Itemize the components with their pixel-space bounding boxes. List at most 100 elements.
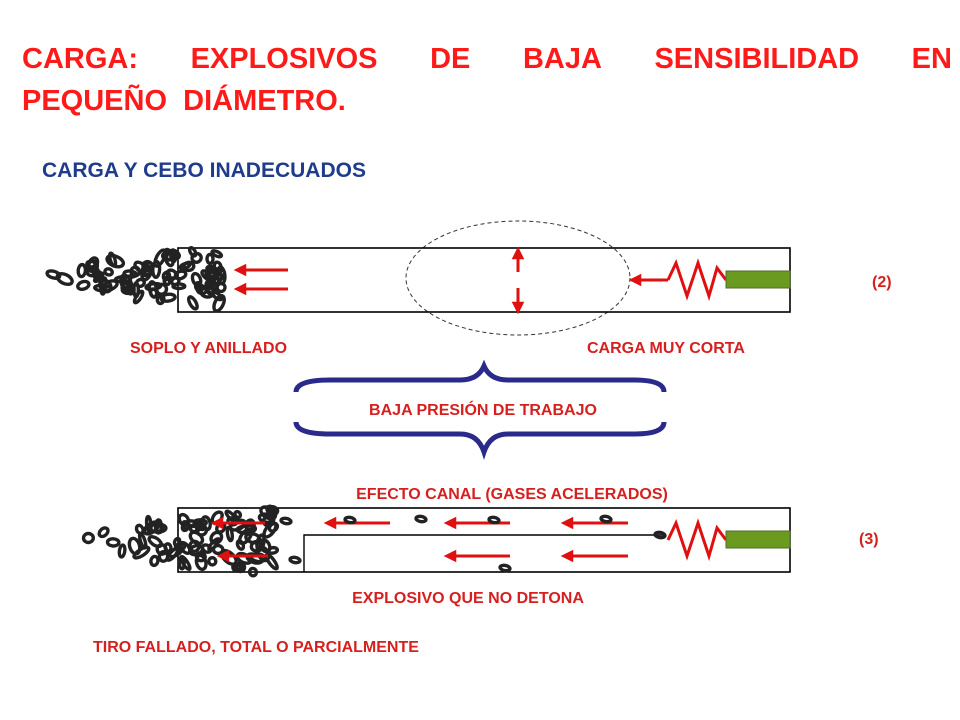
rock-fragment <box>235 524 257 535</box>
rock-fragment <box>247 566 259 578</box>
rock-fragment <box>207 556 218 567</box>
rock-fragment <box>134 277 146 289</box>
rock-fragment <box>171 282 187 291</box>
rock-fragment <box>653 530 667 540</box>
rock-fragment <box>98 278 113 294</box>
title-word: SENSIBILIDAD <box>654 43 860 75</box>
pressure-zone-ellipse <box>405 220 631 336</box>
rock-fragment <box>55 271 74 287</box>
rock-fragment <box>186 295 199 311</box>
channel-effect-arrows <box>210 516 628 563</box>
rock-fragment <box>235 539 246 551</box>
slide-title: CARGA: EXPLOSIVOS DE BAJA SENSIBILIDAD E… <box>22 38 952 122</box>
rock-fragment <box>76 279 91 292</box>
brace-top <box>293 359 667 393</box>
rock-fragment <box>81 531 95 545</box>
rock-fragment <box>279 516 293 526</box>
rock-fragment <box>157 549 170 563</box>
rock-fragment <box>187 246 198 258</box>
rock-fragment <box>105 537 121 548</box>
rock-fragment <box>173 543 184 553</box>
title-line-1: CARGA: EXPLOSIVOS DE BAJA SENSIBILIDAD E… <box>22 38 952 80</box>
rock-fragment <box>205 252 215 266</box>
rock-debris-top <box>45 246 227 313</box>
rock-fragment <box>117 543 127 559</box>
label-blowout: SOPLO Y ANILLADO <box>130 340 288 357</box>
rock-fragment <box>107 251 118 268</box>
rock-fragment <box>224 509 238 524</box>
rock-fragment <box>76 262 88 279</box>
primer-cartridge <box>725 530 791 549</box>
rock-fragment <box>149 554 160 568</box>
rock-fragment <box>200 543 213 554</box>
rock-fragment <box>159 292 177 303</box>
rock-fragment <box>147 535 163 549</box>
rock-fragment <box>151 259 162 279</box>
rock-debris-bottom <box>81 504 280 578</box>
rock-fragment <box>190 271 203 288</box>
rock-fragment <box>487 515 501 525</box>
rock-fragment <box>134 523 145 536</box>
rock-fragment <box>259 505 278 521</box>
title-word: EN <box>911 43 952 75</box>
rock-fragment <box>265 504 278 518</box>
rock-fragment <box>132 545 151 560</box>
rock-fragment <box>194 553 208 572</box>
case-number-3: (3) <box>859 531 879 548</box>
rock-fragment <box>163 542 173 553</box>
diagram-top <box>45 220 791 460</box>
case-number-2: (2) <box>872 274 892 291</box>
rock-fragment <box>498 563 512 573</box>
brace-bottom <box>293 421 667 460</box>
primer-cartridge <box>725 270 791 289</box>
rock-fragment <box>177 555 186 571</box>
rock-fragment <box>103 267 114 277</box>
rock-fragment <box>133 260 148 274</box>
rock-fragment <box>153 248 167 268</box>
label-channel-effect: EFECTO CANAL (GASES ACELERADOS) <box>356 486 668 503</box>
blowout-arrows-top <box>233 263 288 296</box>
rock-fragment <box>188 539 201 553</box>
rock-fragment <box>148 287 159 299</box>
rock-fragment <box>288 555 302 565</box>
rock-fragment <box>85 265 100 278</box>
rock-fragment <box>169 248 178 264</box>
flying-fragments <box>279 514 667 573</box>
rock-fragment <box>132 289 145 305</box>
undetonated-explosive <box>303 534 665 572</box>
title-word: EXPLOSIVOS <box>190 43 378 75</box>
rock-fragment <box>162 275 172 287</box>
title-word: CARGA: <box>22 43 138 75</box>
rock-fragment <box>180 521 191 533</box>
rock-fragment <box>205 281 218 295</box>
rock-fragment <box>599 514 613 524</box>
label-low-pressure: BAJA PRESIÓN DE TRABAJO <box>369 402 597 419</box>
rock-fragment <box>414 514 428 524</box>
title-word: DE <box>430 43 471 75</box>
borehole-top <box>177 247 791 313</box>
slide-subtitle: CARGA Y CEBO INADECUADOS <box>42 159 366 182</box>
rock-fragment <box>178 261 192 271</box>
rock-fragment <box>200 515 212 532</box>
rock-fragment <box>343 515 357 525</box>
title-word: BAJA <box>522 43 602 75</box>
detonator-zigzag <box>666 258 728 302</box>
rock-fragment <box>205 264 218 274</box>
rock-fragment <box>215 281 227 294</box>
rock-fragment <box>231 561 242 573</box>
rock-fragment <box>210 249 224 259</box>
label-no-detonation: EXPLOSIVO QUE NO DETONA <box>352 590 584 607</box>
rock-fragment <box>225 525 235 543</box>
rock-fragment <box>161 270 172 282</box>
diagram-bottom <box>81 504 791 578</box>
rock-fragment <box>119 273 134 293</box>
rock-fragment <box>144 514 153 534</box>
rock-fragment <box>124 283 136 296</box>
title-line-2: PEQUEÑO DIÁMETRO. <box>22 85 346 117</box>
rock-fragment <box>188 522 202 534</box>
label-misfire: TIRO FALLADO, TOTAL O PARCIALMENTE <box>93 639 419 656</box>
rock-fragment <box>257 512 276 525</box>
rock-fragment <box>97 526 110 539</box>
label-short-charge: CARGA MUY CORTA <box>587 340 745 357</box>
